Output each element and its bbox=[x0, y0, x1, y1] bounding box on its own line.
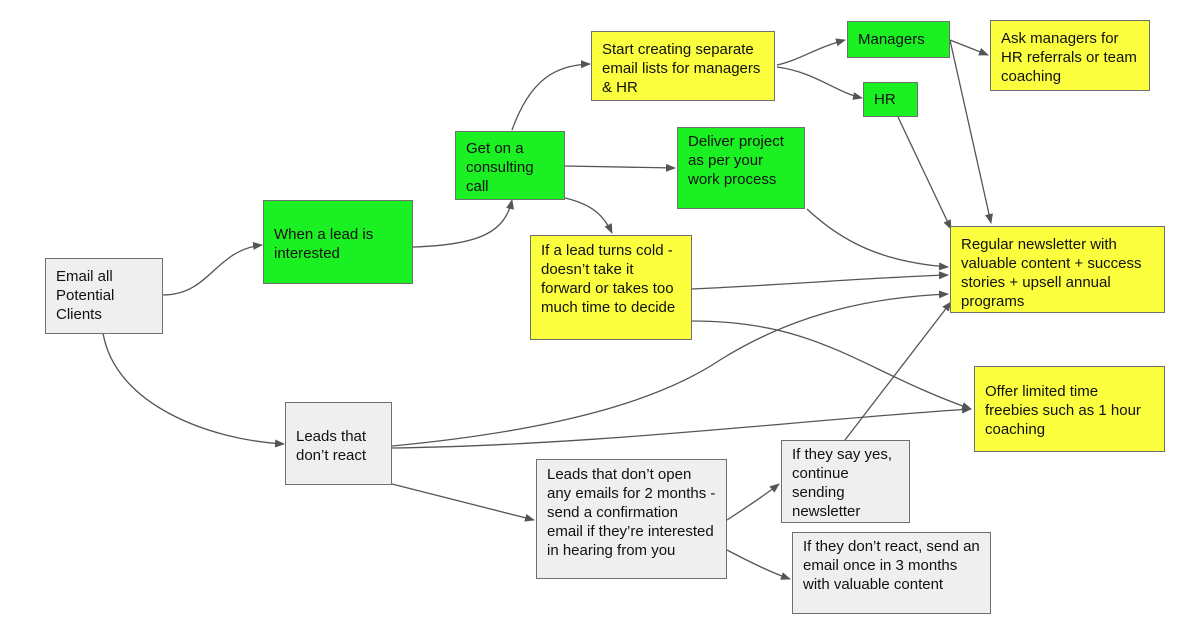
dont-react-node[interactable]: If they don’t react, send an email once … bbox=[792, 532, 991, 614]
edge-deliver-to-newsletter bbox=[806, 208, 949, 271]
edge-email-to-interested bbox=[162, 241, 263, 296]
edge-sayyes-to-newsletter bbox=[844, 301, 952, 441]
hr-node[interactable]: HR bbox=[863, 82, 918, 117]
dont-react-label: If they don’t react, send an email once … bbox=[803, 538, 980, 593]
lead-interested-label: When a lead is interested bbox=[274, 226, 374, 262]
deliver-project-node[interactable]: Deliver project as per your work process bbox=[677, 127, 805, 209]
consulting-call-label: Get on a consulting call bbox=[466, 140, 534, 195]
edge-lists-to-managers bbox=[776, 38, 846, 66]
leads-no-open-label: Leads that don’t open any emails for 2 m… bbox=[547, 466, 716, 559]
consulting-call-node[interactable]: Get on a consulting call bbox=[455, 131, 565, 200]
leads-no-react-node[interactable]: Leads that don’t react bbox=[285, 402, 392, 485]
ask-managers-node[interactable]: Ask managers for HR referrals or team co… bbox=[990, 20, 1150, 91]
email-all-clients-label: Email all Potential Clients bbox=[56, 268, 115, 323]
edge-call-to-deliver bbox=[564, 163, 676, 172]
edge-managers-to-ask bbox=[949, 39, 989, 56]
edge-hr-to-newsletter bbox=[897, 116, 952, 230]
edge-interested-to-call bbox=[412, 199, 514, 248]
freebies-node[interactable]: Offer limited time freebies such as 1 ho… bbox=[974, 366, 1165, 452]
lead-cold-node[interactable]: If a lead turns cold - doesn’t take it f… bbox=[530, 235, 692, 340]
managers-node[interactable]: Managers bbox=[847, 21, 950, 58]
leads-no-open-node[interactable]: Leads that don’t open any emails for 2 m… bbox=[536, 459, 727, 579]
newsletter-label: Regular newsletter with valuable content… bbox=[961, 236, 1142, 310]
hr-label: HR bbox=[874, 91, 896, 108]
edge-cold-to-newsletter bbox=[691, 271, 949, 290]
managers-label: Managers bbox=[858, 31, 925, 48]
edge-call-to-cold bbox=[564, 197, 613, 234]
edge-cold-to-freebies bbox=[691, 320, 972, 410]
email-all-clients-node[interactable]: Email all Potential Clients bbox=[45, 258, 163, 334]
email-lists-label: Start creating separate email lists for … bbox=[602, 41, 761, 96]
leads-no-react-label: Leads that don’t react bbox=[296, 428, 367, 464]
edge-call-to-lists bbox=[511, 60, 591, 131]
ask-managers-label: Ask managers for HR referrals or team co… bbox=[1001, 30, 1137, 85]
edge-managers-to-newsletter bbox=[949, 39, 993, 224]
edge-noreact-to-freebies bbox=[391, 405, 972, 449]
newsletter-node[interactable]: Regular newsletter with valuable content… bbox=[950, 226, 1165, 313]
freebies-label: Offer limited time freebies such as 1 ho… bbox=[985, 383, 1141, 438]
email-lists-node[interactable]: Start creating separate email lists for … bbox=[591, 31, 775, 101]
edge-noopen-to-sayyes bbox=[726, 483, 780, 521]
deliver-project-label: Deliver project as per your work process bbox=[688, 133, 784, 188]
say-yes-label: If they say yes, continue sending newsle… bbox=[792, 446, 893, 520]
say-yes-node[interactable]: If they say yes, continue sending newsle… bbox=[781, 440, 910, 523]
edge-email-to-noreact bbox=[102, 332, 285, 448]
edge-lists-to-hr bbox=[776, 66, 863, 100]
edge-noreact-to-noopen bbox=[391, 483, 535, 522]
lead-cold-label: If a lead turns cold - doesn’t take it f… bbox=[541, 242, 676, 316]
edge-noopen-to-dontreact bbox=[726, 549, 791, 580]
lead-interested-node[interactable]: When a lead is interested bbox=[263, 200, 413, 284]
edge-noreact-to-newsletter bbox=[391, 290, 949, 447]
